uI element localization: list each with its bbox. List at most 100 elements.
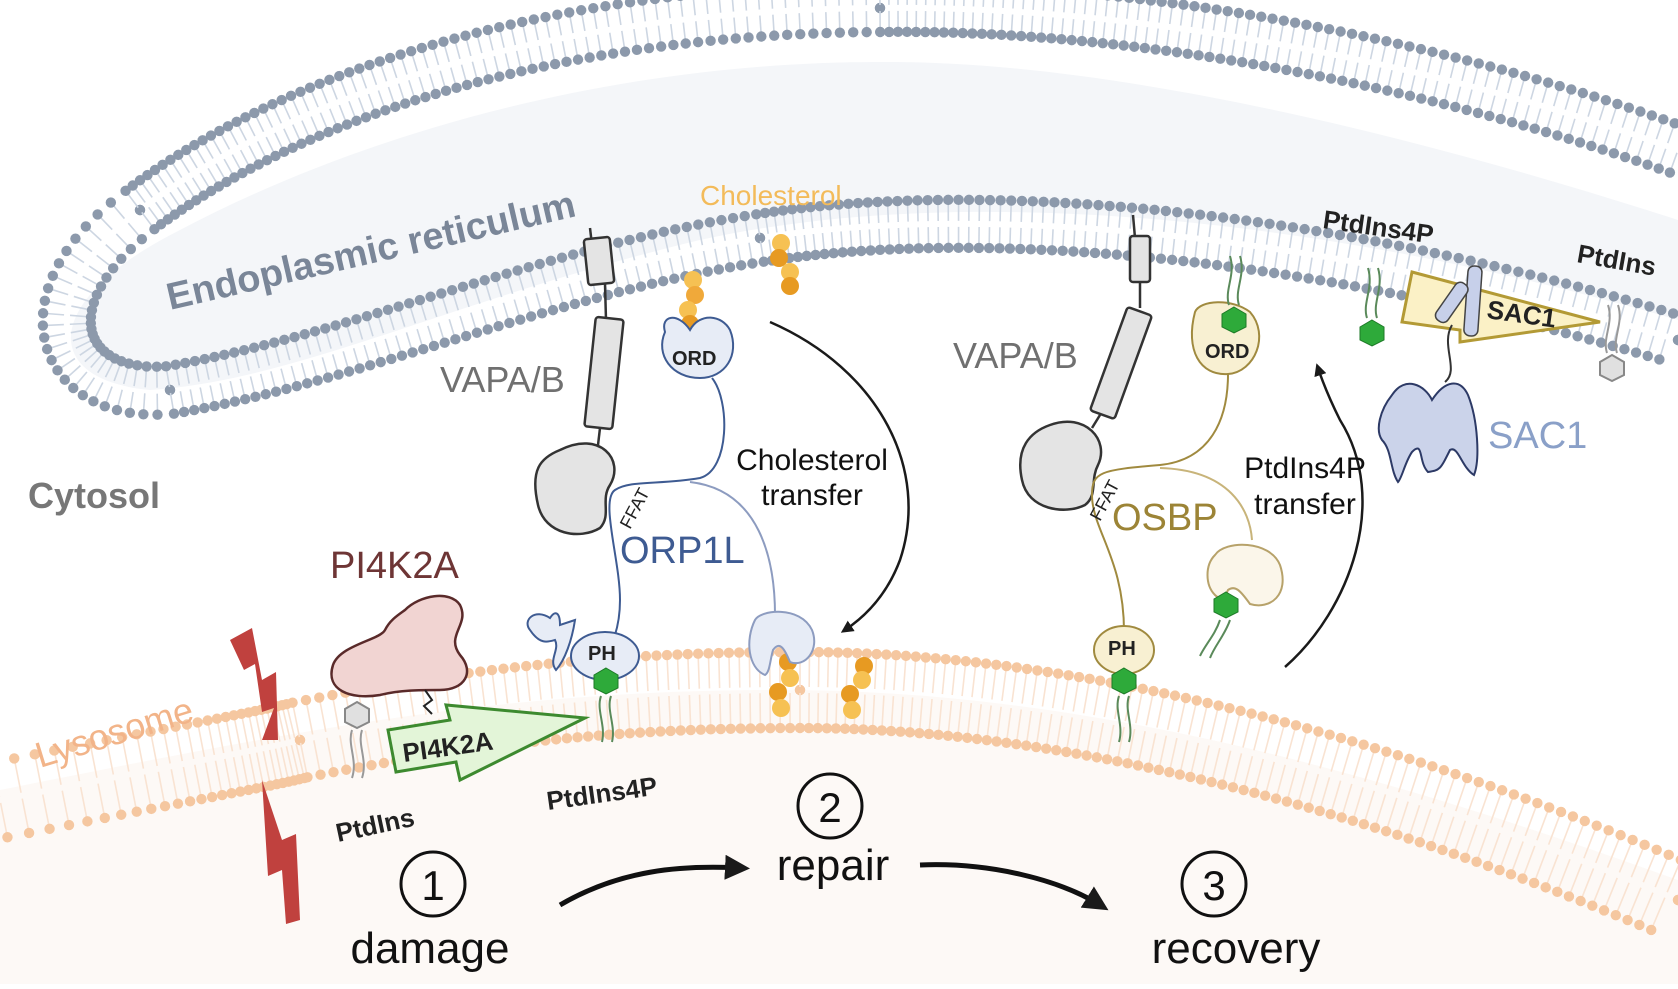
lipid-head xyxy=(1161,46,1171,56)
lipid-head xyxy=(1609,291,1619,301)
lipid-head xyxy=(1276,220,1286,230)
lipid-tail xyxy=(1146,691,1153,725)
lipid-head xyxy=(1405,91,1415,101)
lipid-head xyxy=(1621,294,1631,304)
lipid-tail xyxy=(1467,782,1478,815)
lipid-head xyxy=(1183,49,1193,59)
lipid-head xyxy=(641,651,651,661)
lipid-tail xyxy=(1387,755,1398,788)
lipid-head xyxy=(393,301,403,311)
lipid-head xyxy=(1506,869,1516,879)
lipid-head xyxy=(46,355,56,365)
lipid-head xyxy=(1061,747,1071,757)
lipid-head xyxy=(1229,214,1239,224)
lipid-head xyxy=(1148,686,1158,696)
lipid-head xyxy=(785,723,795,733)
lipid-head xyxy=(261,389,271,399)
lipid-tail xyxy=(706,0,708,14)
lipid-head xyxy=(44,824,54,834)
lipid-head xyxy=(902,27,912,37)
step-3-label: recovery xyxy=(1152,924,1321,973)
lipid-head xyxy=(1489,261,1499,271)
lipid-tail xyxy=(923,657,926,692)
lipid-head xyxy=(1313,726,1323,736)
lipid-head xyxy=(483,324,493,334)
lipid-head xyxy=(472,328,482,338)
lipid-head xyxy=(42,344,52,354)
lipid-tail xyxy=(729,653,730,688)
lipid-head xyxy=(1218,212,1228,222)
lipid-head xyxy=(1601,95,1611,105)
lipid-head xyxy=(1293,799,1303,809)
lipid-head xyxy=(747,258,757,268)
lipid-head xyxy=(819,249,829,259)
lipid-head xyxy=(929,27,939,37)
lipid-head xyxy=(1370,743,1380,753)
lipid-head xyxy=(705,217,715,227)
lipid-head xyxy=(1299,224,1309,234)
lipid-head xyxy=(645,727,655,737)
lipid-head xyxy=(961,656,971,666)
lipid-head xyxy=(462,80,472,90)
lipid-head xyxy=(537,308,547,318)
lipid-head xyxy=(740,211,750,221)
lipid-head xyxy=(380,105,390,115)
lipid-head xyxy=(351,116,361,126)
lipid-tail xyxy=(745,0,747,11)
lipid-head xyxy=(1292,67,1302,77)
lipid-head xyxy=(314,131,324,141)
lipid-tail xyxy=(1106,0,1108,16)
lipid-head xyxy=(1348,78,1358,88)
lipid-head xyxy=(1082,199,1092,209)
lipid-head xyxy=(475,666,485,676)
lipid-head xyxy=(295,87,305,97)
lipid-tail xyxy=(1053,674,1059,709)
lipid-head xyxy=(1566,84,1576,94)
lipid-head xyxy=(1087,37,1097,47)
lipid-head xyxy=(292,381,302,391)
lipid-head xyxy=(1381,826,1391,836)
lipid-head xyxy=(1098,38,1108,48)
lipid-head xyxy=(305,83,315,93)
lipid-tail xyxy=(798,0,799,7)
lipid-head xyxy=(1079,247,1089,257)
lipid-head xyxy=(61,246,71,256)
lipid-head xyxy=(1586,141,1596,151)
lipid-head xyxy=(1206,211,1216,221)
lipid-tail xyxy=(933,658,936,693)
lipid-head xyxy=(1427,47,1437,57)
lipid-head xyxy=(1393,750,1403,760)
lipid-head xyxy=(1599,905,1609,915)
lipid-head xyxy=(696,724,706,734)
lipid-head xyxy=(951,655,961,665)
lipid-head xyxy=(1112,249,1122,259)
lipid-tail xyxy=(1287,725,1296,759)
lipid-head xyxy=(1017,196,1027,206)
lipid-head xyxy=(207,792,217,802)
lipid-tail xyxy=(962,661,966,696)
lipid-head xyxy=(1234,8,1244,18)
lipid-tail xyxy=(1331,738,1341,772)
lipid-head xyxy=(202,715,212,725)
lipid-head xyxy=(1138,684,1148,694)
ptdins4p-molecule xyxy=(1360,268,1384,346)
lipid-head xyxy=(301,695,311,705)
lipid-tail xyxy=(319,698,326,732)
lipid-head xyxy=(190,356,200,366)
lipid-head xyxy=(1358,31,1368,41)
lipid-head xyxy=(576,5,586,15)
lipid-head xyxy=(78,390,88,400)
lipid-head xyxy=(397,351,407,361)
lipid-head xyxy=(736,260,746,270)
lipid-head xyxy=(88,396,98,406)
lipid-head xyxy=(427,40,437,50)
lipid-head xyxy=(1537,272,1547,282)
lipid-head xyxy=(835,27,845,37)
damage-lightning-icon xyxy=(230,628,278,740)
lipid-head xyxy=(24,828,34,838)
lipid-head xyxy=(1517,873,1527,883)
lipid-tail xyxy=(668,0,671,18)
lipid-head xyxy=(801,251,811,261)
lipid-head xyxy=(1212,260,1222,270)
lipid-head xyxy=(933,195,943,205)
